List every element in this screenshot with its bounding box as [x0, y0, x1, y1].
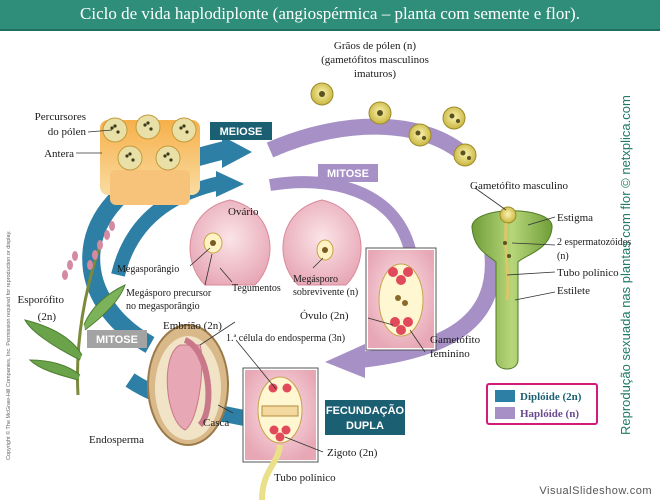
pollen-tube-right-label: Tubo polínico [557, 267, 619, 279]
megasporangium-label: Megasporângio [117, 264, 179, 275]
pollen-tube-bottom-label: Tubo polínico [274, 472, 336, 484]
style-label: Estilete [557, 285, 590, 297]
mitosis-top-label: MITOSE [327, 168, 369, 180]
sporophyte-label-1: Esporófito [18, 294, 65, 306]
endosperm-label: Endosperma [89, 434, 144, 446]
megaspore-precursor-label-1: Megásporo precursor [126, 288, 212, 299]
meiosis-box [210, 122, 272, 140]
pollen-grains-label-1: Grãos de pólen (n) [334, 40, 417, 52]
ovary-label: Ovário [228, 206, 259, 218]
ovary-illustration-2 [282, 199, 362, 286]
slide-title: Ciclo de vida haplodiplonte (angiospérmi… [80, 4, 580, 23]
pollen-grains-label-3: imaturos) [354, 68, 396, 80]
sperm-label-2: (n) [557, 251, 569, 262]
haploid-arrow-right [359, 249, 501, 368]
haploid-arrow-top [266, 118, 476, 166]
anther-label: Antera [44, 148, 74, 160]
legend-swatch-diploid [495, 390, 515, 402]
surviving-megaspore-label-1: Megásporo [293, 274, 338, 285]
double-fertilization-box [325, 400, 405, 435]
ovule-label: Óvulo (2n) [300, 310, 349, 322]
pollen-grain [310, 82, 334, 106]
female-gametophyte-label-2: feminino [430, 348, 470, 360]
pollen-precursors-label-1: Percursores [35, 111, 86, 123]
zygote-label: Zigoto (2n) [327, 447, 378, 459]
female-gametophyte-label-1: Gametófito [430, 334, 481, 346]
title-bar: Ciclo de vida haplodiplonte (angiospérmi… [0, 0, 660, 31]
endosperm-cell-label: 1.ª célula do endosperma (3n) [226, 333, 345, 344]
pollen-precursors-label-2: do pólen [48, 126, 87, 138]
leader-lines [76, 129, 556, 453]
pollen-grains [310, 82, 477, 167]
ovule-panel [365, 247, 437, 351]
double-fertilization-label-2: DUPLA [346, 420, 384, 432]
haploid-arrow-mitosis [269, 176, 416, 252]
sporophyte-label-2: (2n) [38, 311, 57, 323]
double-fertilization-label-1: FECUNDAÇÃO [326, 404, 405, 417]
fertilization-panel [242, 367, 319, 500]
legend-label-haploid: Haplóide (n) [520, 408, 579, 420]
diploid-arrowhead-meiosis [222, 136, 252, 168]
surviving-megaspore-label-2: sobrevivente (n) [293, 287, 358, 298]
anther-illustration [100, 114, 200, 205]
footer-watermark: VisualSlideshow.com [539, 485, 652, 497]
legend: Diplóide (2n) Haplóide (n) [486, 383, 598, 425]
mitosis-top-box [318, 164, 378, 182]
sperm-label-1: 2 espermatozóides [557, 237, 631, 248]
seed-coat-label: Casca [203, 417, 229, 429]
embryo-label: Embrião (2n) [163, 320, 222, 332]
haploid-arrowhead-fertilization [325, 344, 365, 378]
pollen-grains-label-2: (gametófitos masculinos [321, 54, 429, 66]
mitosis-left-box [87, 330, 147, 348]
legend-label-diploid: Diplóide (2n) [520, 391, 582, 403]
legend-swatch-haploid [495, 407, 515, 419]
diploid-arrow-inner [111, 176, 222, 277]
side-text-right: Reprodução sexuada nas plantas com flor … [618, 95, 633, 435]
male-gametophyte-label: Gametófito masculino [470, 180, 569, 192]
integuments-label: Tegumentos [232, 283, 281, 294]
megaspore-precursor-label-2: no megasporângio [126, 301, 200, 312]
side-text-left: Copyright © The McGraw-Hill Companies, I… [5, 230, 12, 460]
sporophyte-plant [24, 221, 126, 396]
stigma-label: Estigma [557, 212, 593, 224]
pistil-illustration [471, 206, 553, 370]
seed-illustration [147, 324, 229, 446]
pollen-grain [408, 123, 432, 147]
pollen-grain [453, 143, 477, 167]
pollen-grain [368, 101, 392, 125]
mitosis-left-label: MITOSE [96, 334, 138, 346]
diploid-arrowhead-inner [216, 171, 244, 197]
pollen-grain [442, 106, 466, 130]
meiosis-label: MEIOSE [220, 126, 263, 138]
